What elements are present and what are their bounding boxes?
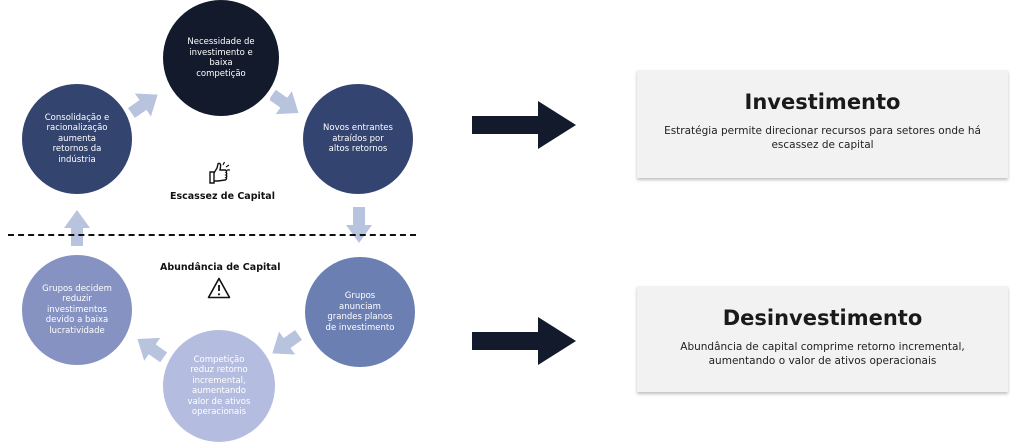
cycle-node-label: Grupos anunciam grandes planos de invest… bbox=[325, 291, 395, 333]
cycle-node-label: Necessidade de investimento e baixa comp… bbox=[187, 37, 255, 79]
desinvestimento-description: Abundância de capital comprime retorno i… bbox=[680, 341, 965, 367]
abundancia-label: Abundância de Capital bbox=[160, 262, 281, 273]
cycle-node-new-entrants: Novos entrantes atraídos por altos retor… bbox=[303, 84, 413, 194]
cycle-arrow-down-right bbox=[346, 207, 372, 243]
investimento-title: Investimento bbox=[744, 90, 901, 114]
cycle-node-label: Novos entrantes atraídos por altos retor… bbox=[323, 123, 393, 155]
desinvestimento-title: Desinvestimento bbox=[722, 306, 923, 330]
cycle-arrow-up-left bbox=[64, 210, 90, 246]
desinvestimento-panel: Desinvestimento Abundância de capital co… bbox=[637, 286, 1008, 392]
escassez-label: Escassez de Capital bbox=[170, 191, 275, 202]
investimento-description: Estratégia permite direcionar recursos p… bbox=[664, 125, 981, 151]
cycle-arrow-right-down bbox=[270, 89, 299, 115]
warning-icon bbox=[207, 277, 231, 299]
cycle-node-reduce-investment: Grupos decidem reduzir investimentos dev… bbox=[22, 255, 132, 365]
cycle-node-investment-need: Necessidade de investimento e baixa comp… bbox=[163, 0, 279, 116]
capital-cycle-diagram: Necessidade de investimento e baixa comp… bbox=[0, 0, 420, 443]
arrow-to-desinvestimento-icon bbox=[472, 317, 576, 365]
cycle-arrow-top-left bbox=[128, 93, 158, 118]
cycle-arrow-lower-left bbox=[137, 337, 168, 363]
thumbs-up-icon bbox=[209, 161, 230, 184]
arrow-to-investimento-icon bbox=[472, 101, 576, 149]
cycle-arrow-bottom-left bbox=[272, 330, 302, 355]
cycle-node-label: Grupos decidem reduzir investimentos dev… bbox=[42, 283, 112, 336]
cycle-node-label: Competição reduz retorno incremental, au… bbox=[187, 354, 251, 418]
investimento-panel: Investimento Estratégia permite direcion… bbox=[637, 70, 1008, 178]
cycle-node-label: Consolidação e racionalização aumenta re… bbox=[44, 112, 110, 165]
cycle-node-investment-plans: Grupos anunciam grandes planos de invest… bbox=[305, 257, 415, 367]
dashed-divider bbox=[8, 234, 416, 236]
cycle-node-competition: Competição reduz retorno incremental, au… bbox=[163, 330, 275, 442]
cycle-node-consolidation: Consolidação e racionalização aumenta re… bbox=[22, 84, 132, 194]
